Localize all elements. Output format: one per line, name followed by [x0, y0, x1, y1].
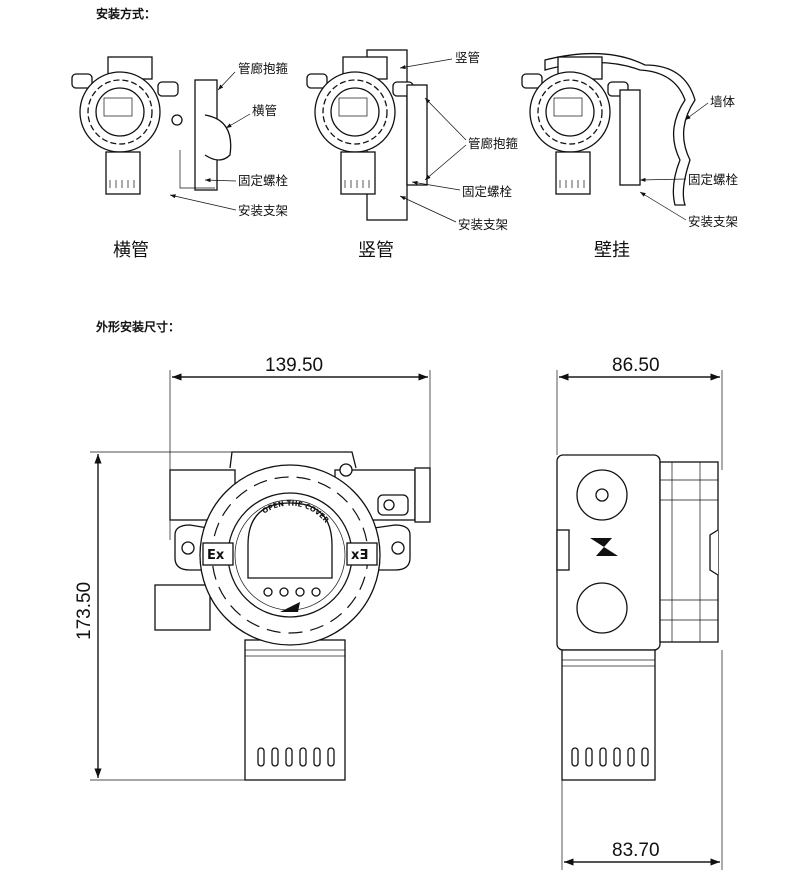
label-pipe-clamp: 管廊抱箍 [238, 61, 289, 76]
caption-vertical: 竖管 [358, 240, 394, 261]
brand-logo [280, 602, 300, 612]
label-vertical-pipe: 竖管 [455, 50, 480, 65]
label-pipe-clamp: 管廊抱箍 [468, 136, 519, 151]
install-wall-mount: 墙体 固定螺栓 安装支架 壁挂 [521, 52, 739, 261]
label-wall: 墙体 [710, 94, 736, 109]
front-view: 139.50 173.50 OPEN THE COVER E [74, 355, 431, 781]
label-mounting-bracket: 安装支架 [238, 203, 288, 218]
dim-front-width: 139.50 [265, 355, 323, 376]
ex-mark-left: Ex [207, 548, 225, 563]
install-heading: 安装方式： [96, 6, 156, 21]
install-vertical-pipe: 竖管 管廊抱箍 固定螺栓 安装支架 竖管 [306, 49, 519, 261]
brand-logo-side [590, 538, 618, 556]
label-fixing-bolt: 固定螺栓 [688, 172, 739, 187]
caption-horizontal: 横管 [113, 240, 149, 261]
keypad-buttons [263, 587, 321, 597]
label-fixing-bolt: 固定螺栓 [238, 173, 289, 188]
side-view: 86.50 83.70 [556, 355, 723, 870]
dim-height: 173.50 [74, 582, 95, 640]
install-horizontal-pipe: 管廊抱箍 横管 固定螺栓 安装支架 横管 [71, 56, 289, 261]
dimensions-heading: 外形安装尺寸： [96, 319, 180, 334]
ex-mark-right: xƎ [351, 548, 368, 563]
label-mounting-bracket: 安装支架 [688, 214, 738, 229]
caption-wall: 壁挂 [594, 240, 630, 261]
dim-side-depth: 86.50 [612, 355, 660, 376]
dim-bottom-depth: 83.70 [612, 840, 660, 861]
label-horizontal-pipe: 横管 [252, 103, 277, 118]
label-fixing-bolt: 固定螺栓 [462, 184, 513, 199]
label-mounting-bracket: 安装支架 [458, 217, 508, 232]
